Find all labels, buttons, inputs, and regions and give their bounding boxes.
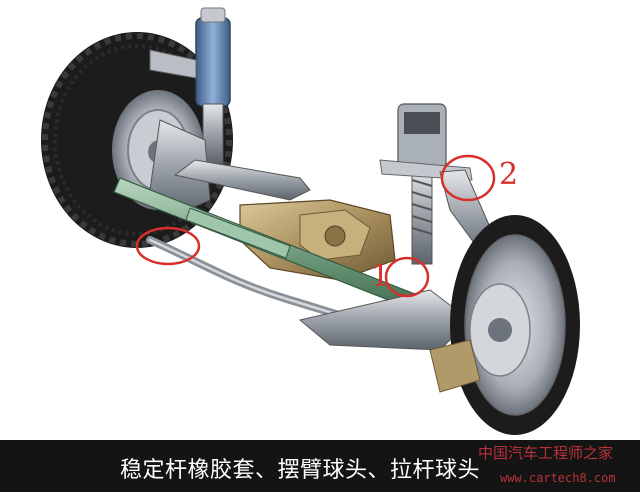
- steering-gear-housing: [239, 199, 396, 281]
- marker-label-1: 1: [371, 259, 391, 294]
- watermark-text: 中国汽车工程师之家: [478, 444, 614, 462]
- marker-label-2: 2: [499, 157, 519, 192]
- left-strut: [149, 7, 231, 216]
- marker-circle-2: [440, 154, 496, 202]
- upper-control-arm: [173, 159, 311, 201]
- watermark-url: www.cartech8.com: [500, 471, 616, 485]
- suspension-illustration: 1 2: [41, 7, 580, 435]
- left-shock-absorber: [195, 17, 231, 107]
- suspension-drawing: [41, 7, 580, 435]
- caption-bar: 稳定杆橡胶套、摆臂球头、拉杆球头 中国汽车工程师之家 www.cartech8.…: [0, 440, 640, 492]
- marker-circle-1: [384, 256, 430, 298]
- right-strut: [379, 103, 473, 265]
- caption-text: 稳定杆橡胶套、摆臂球头、拉杆球头: [120, 458, 481, 483]
- marker-circle-stabilizer-bushing: [135, 226, 201, 266]
- right-wheel: [429, 215, 580, 435]
